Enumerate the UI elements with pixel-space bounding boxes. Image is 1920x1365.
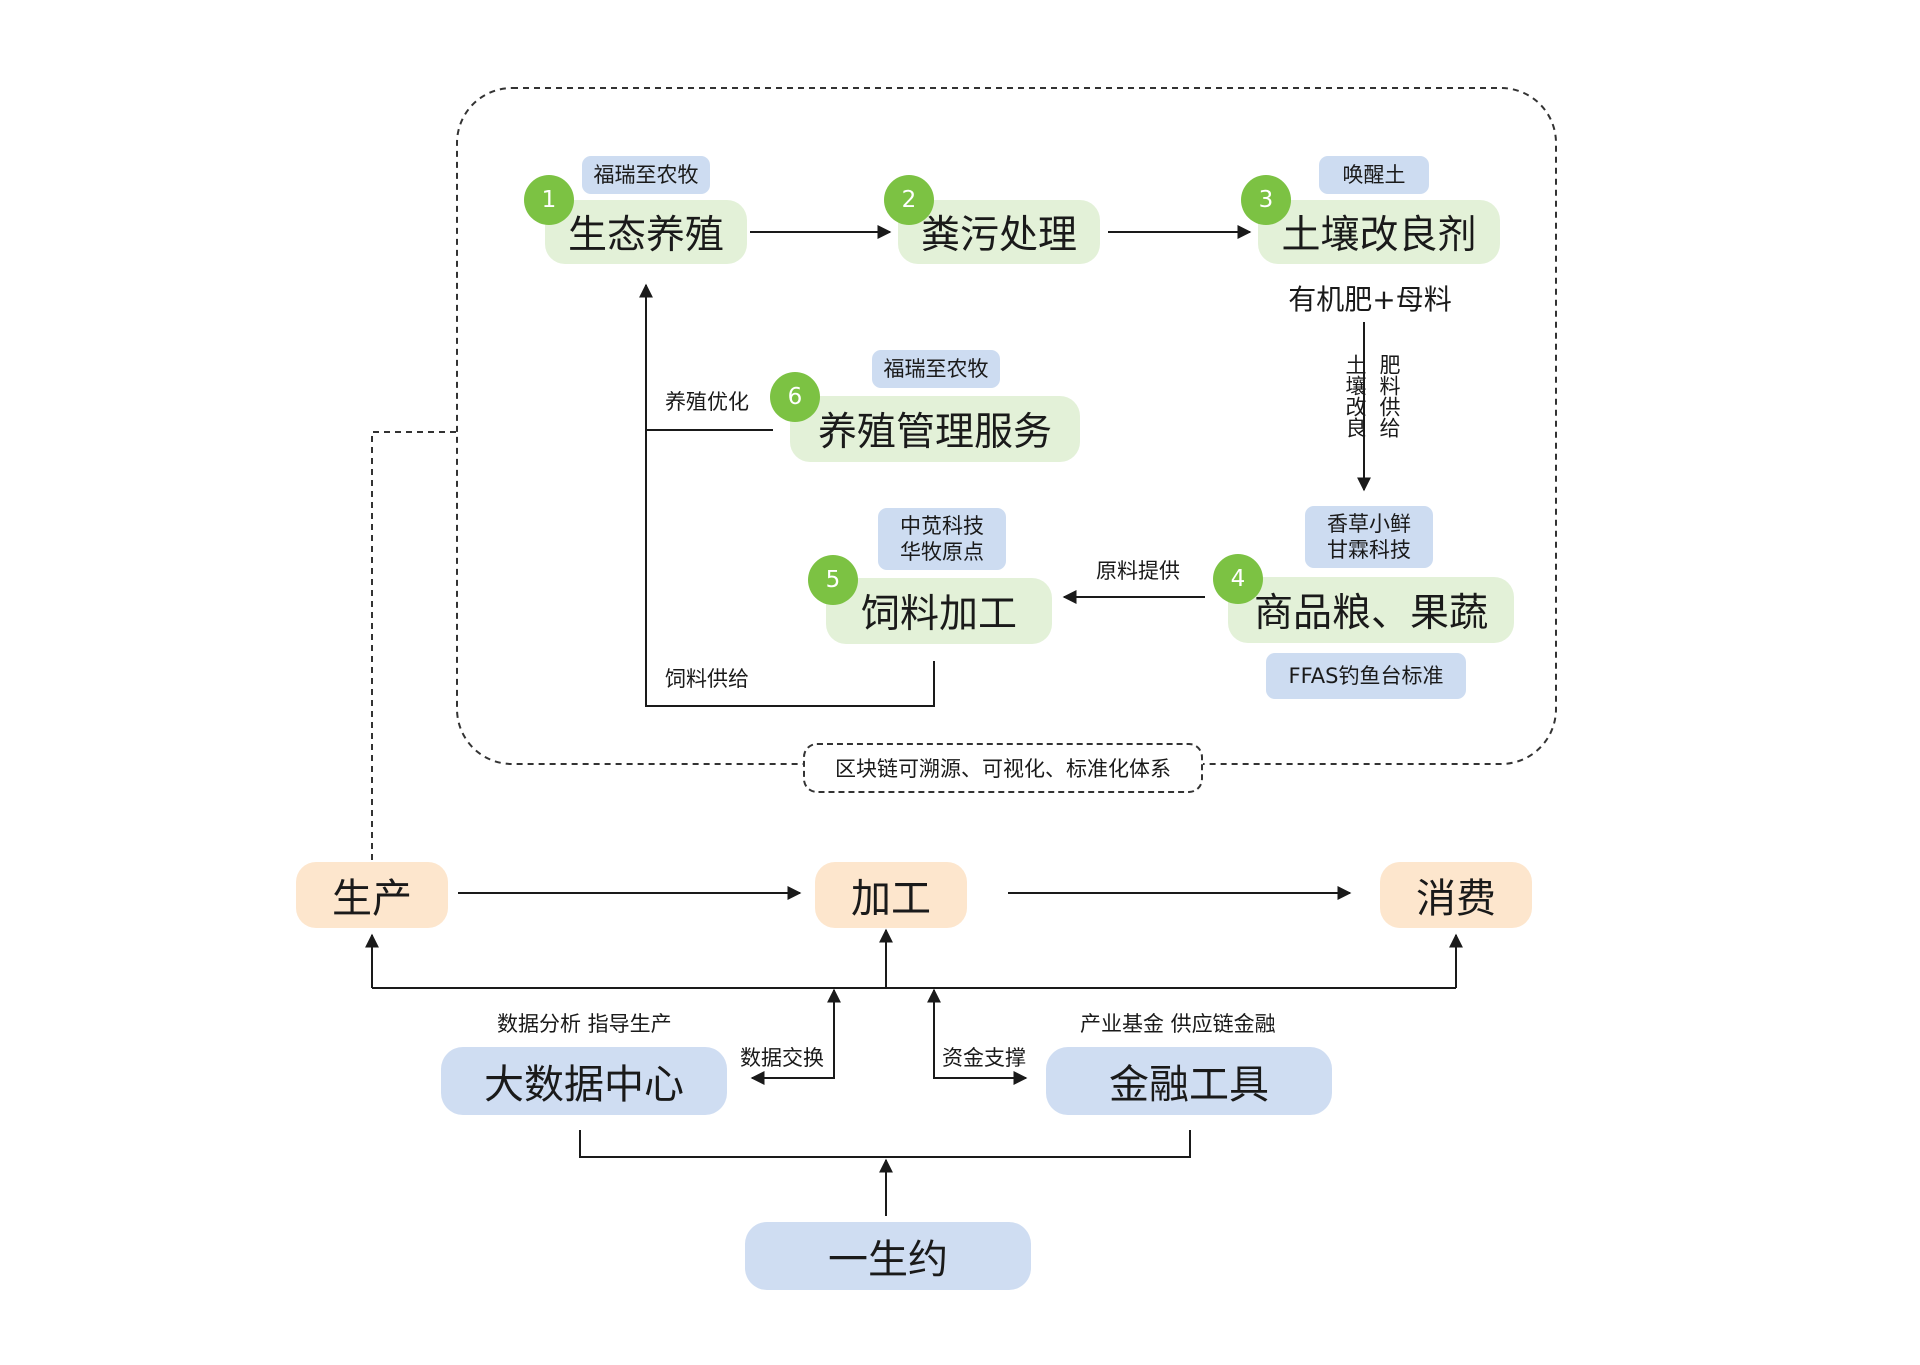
label-data-exchange: 数据交换 xyxy=(740,1046,824,1070)
n6-number: 6 xyxy=(787,384,803,410)
n6-tag-text: 福瑞至农牧 xyxy=(883,356,989,381)
n3-number-badge: 3 xyxy=(1241,175,1291,225)
label-breeding-optimization: 养殖优化 xyxy=(665,390,749,414)
n3-tag: 唤醒土 xyxy=(1319,156,1429,194)
label-feed-supply: 饲料供给 xyxy=(665,667,749,691)
node-consumption: 消费 xyxy=(1380,862,1532,928)
n5-tag: 中苋科技 华牧原点 xyxy=(878,508,1006,570)
n1-number-badge: 1 xyxy=(524,175,574,225)
bigdata-label: 大数据中心 xyxy=(484,1062,684,1108)
n5-number-badge: 5 xyxy=(808,555,858,605)
label-soil-improve: 土壤改良 xyxy=(1343,354,1367,438)
n6-number-badge: 6 xyxy=(770,372,820,422)
node-bigdata-center: 大数据中心 xyxy=(441,1047,727,1115)
node-processing: 加工 xyxy=(815,862,967,928)
n4-standard-tag: FFAS钓鱼台标准 xyxy=(1266,653,1466,699)
fund-support-line xyxy=(927,988,1028,1085)
n1-label: 生态养殖 xyxy=(567,213,724,258)
finance-caption: 产业基金 供应链金融 xyxy=(1080,1012,1276,1036)
n1-tag-text: 福瑞至农牧 xyxy=(593,162,699,187)
processing-label: 加工 xyxy=(851,876,931,922)
n4-tag: 香草小鲜 甘霖科技 xyxy=(1305,506,1433,568)
node-manure-treatment: 粪污处理 xyxy=(898,200,1100,264)
n4-tag-line2: 甘霖科技 xyxy=(1327,538,1411,562)
label-fertilizer-supply: 肥料供给 xyxy=(1377,354,1401,438)
consumption-label: 消费 xyxy=(1416,876,1496,922)
n4-standard-text: FFAS钓鱼台标准 xyxy=(1288,663,1444,688)
n1-tag: 福瑞至农牧 xyxy=(582,156,710,194)
node-breeding-management: 养殖管理服务 xyxy=(790,396,1080,462)
n5-tag-line1: 中苋科技 xyxy=(900,513,984,538)
finance-label: 金融工具 xyxy=(1109,1062,1269,1108)
n1-number: 1 xyxy=(541,187,557,213)
n3-number: 3 xyxy=(1258,187,1274,213)
n3-label: 土壤改良剂 xyxy=(1281,213,1477,258)
feed-loop-line xyxy=(639,283,935,707)
n4-number: 4 xyxy=(1230,566,1246,592)
bigdata-caption: 数据分析 指导生产 xyxy=(497,1012,672,1036)
node-finance-tools: 金融工具 xyxy=(1046,1047,1332,1115)
production-frame-link xyxy=(371,431,457,860)
n4-number-badge: 4 xyxy=(1213,554,1263,604)
data-exchange-line xyxy=(750,988,841,1085)
label-fund-support: 资金支撑 xyxy=(942,1046,1026,1070)
node-production: 生产 xyxy=(296,862,448,928)
n2-label: 粪污处理 xyxy=(920,213,1077,258)
blockchain-text: 区块链可溯源、可视化、标准化体系 xyxy=(835,757,1171,781)
root-label: 一生约 xyxy=(828,1237,948,1283)
label-raw-material: 原料提供 xyxy=(1096,559,1180,583)
node-grain-produce: 商品粮、果蔬 xyxy=(1228,577,1514,643)
blockchain-system-box: 区块链可溯源、可视化、标准化体系 xyxy=(803,743,1203,793)
n4-tag-line1: 香草小鲜 xyxy=(1327,511,1411,536)
n4-label: 商品粮、果蔬 xyxy=(1253,591,1488,636)
n5-tag-line2: 华牧原点 xyxy=(900,540,984,564)
bottom-bracket xyxy=(579,1130,1191,1158)
n2-number: 2 xyxy=(901,187,917,213)
n3-tag-text: 唤醒土 xyxy=(1342,162,1406,187)
n6-label: 养殖管理服务 xyxy=(817,410,1052,455)
production-label: 生产 xyxy=(332,876,412,922)
n5-number: 5 xyxy=(825,567,841,593)
node-soil-conditioner: 土壤改良剂 xyxy=(1258,200,1500,264)
n2-number-badge: 2 xyxy=(884,175,934,225)
node-feed-processing: 饲料加工 xyxy=(826,578,1052,644)
node-ecological-breeding: 生态养殖 xyxy=(545,200,747,264)
node-root-yishengyue: 一生约 xyxy=(745,1222,1031,1290)
n5-label: 饲料加工 xyxy=(860,592,1017,637)
n6-tag: 福瑞至农牧 xyxy=(872,350,1000,388)
n3-subtitle: 有机肥+母料 xyxy=(1288,283,1452,316)
